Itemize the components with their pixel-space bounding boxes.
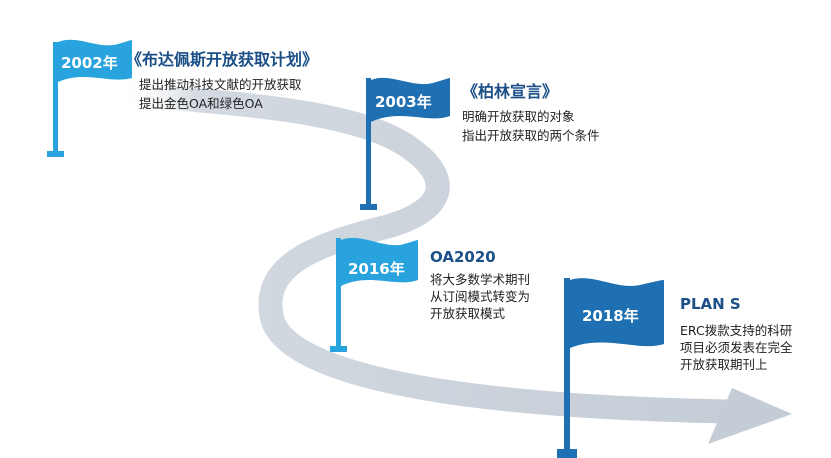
milestone-line: 开放获取模式: [430, 306, 506, 321]
milestone-title: PLAN S: [680, 295, 741, 313]
milestone-title: 《布达佩斯开放获取计划》: [126, 50, 319, 69]
flag-pole: [366, 78, 371, 208]
flag-cloth: [341, 237, 418, 286]
flag-base: [557, 449, 577, 458]
flag-2016: 2016年: [330, 237, 418, 352]
flag-2002: 2002年: [47, 39, 132, 157]
flag-base: [360, 204, 377, 210]
flag-year-2003: 2003年: [375, 93, 432, 111]
flag-year-2018: 2018年: [582, 307, 639, 325]
flag-year-2002: 2002年: [61, 54, 118, 72]
milestone-title: 《柏林宣言》: [462, 82, 559, 101]
milestone-line: 项目必须发表在完全: [680, 340, 793, 355]
road-band: [119, 82, 761, 424]
milestone-line: 提出金色OA和绿色OA: [139, 96, 263, 111]
flag-cloth: [58, 39, 132, 82]
flag-base: [330, 346, 347, 352]
milestone-line: 从订阅模式转变为: [430, 289, 531, 304]
flag-pole: [564, 278, 570, 458]
milestone-line: 将大多数学术期刊: [430, 272, 531, 287]
milestone-line: 提出推动科技文献的开放获取: [139, 77, 302, 92]
flag-cloth: [570, 278, 664, 348]
flag-2003: 2003年: [360, 77, 450, 210]
flag-pole: [53, 42, 58, 154]
timeline-road: [119, 82, 792, 444]
milestone-line: 明确开放获取的对象: [462, 109, 575, 124]
flag-cloth: [371, 77, 450, 122]
flag-base: [47, 151, 64, 157]
milestone-line: ERC拨款支持的科研: [680, 323, 793, 338]
milestone-line: 开放获取期刊上: [680, 357, 768, 372]
road-arrowhead: [708, 388, 792, 444]
flag-pole: [336, 238, 341, 350]
flag-year-2016: 2016年: [348, 260, 405, 278]
milestone-line: 指出开放获取的两个条件: [462, 128, 600, 143]
flag-2018: 2018年: [557, 278, 664, 458]
milestone-title: OA2020: [430, 248, 496, 266]
